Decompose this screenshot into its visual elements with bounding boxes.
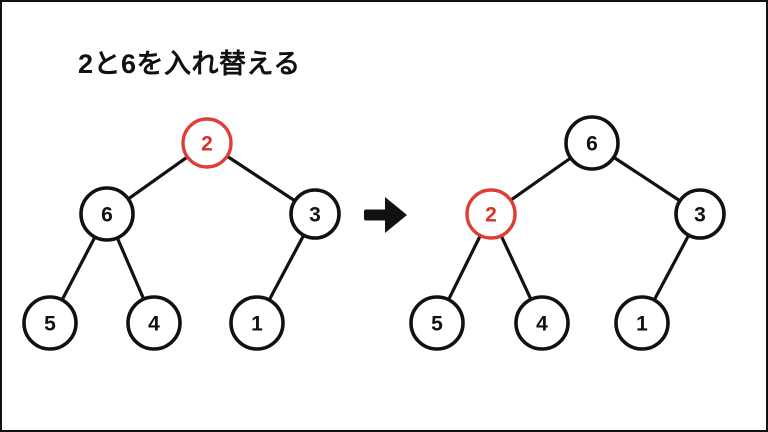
tree-edge-b-left-to-b-ll (59, 234, 98, 303)
node-value-label: 5 (431, 313, 443, 336)
node-value-label: 6 (586, 133, 598, 156)
node-value-label: 3 (694, 204, 706, 227)
node-circle[interactable] (79, 186, 135, 242)
tree-node-b-ll[interactable]: 5 (22, 295, 78, 351)
node-value-label: 4 (148, 313, 160, 336)
tree-edge-a-left-to-a-lr (499, 233, 534, 302)
tree-edge-b-root-to-b-left (125, 154, 190, 202)
tree-node-a-rl[interactable]: 1 (614, 295, 670, 351)
node-circle[interactable] (614, 295, 670, 351)
arrow-head (385, 197, 407, 233)
tree-edge-a-right-to-a-rl (652, 232, 691, 303)
tree-edge-b-right-to-b-rl (267, 232, 306, 303)
node-value-label: 2 (485, 204, 497, 227)
tree-after: 6 2 3 5 4 1 (409, 115, 726, 351)
node-circle[interactable] (409, 295, 465, 351)
right-arrow-icon (364, 197, 407, 233)
tree-node-a-left[interactable]: 2 (465, 188, 517, 240)
node-value-label: 6 (101, 204, 113, 227)
tree-node-b-left[interactable]: 6 (79, 186, 135, 242)
node-circle[interactable] (674, 188, 726, 240)
tree-node-a-right[interactable]: 3 (674, 188, 726, 240)
tree-node-b-right[interactable]: 3 (289, 188, 341, 240)
node-circle[interactable] (514, 295, 570, 351)
node-circle-highlighted[interactable] (465, 188, 517, 240)
tree-edge-a-left-to-a-ll (446, 233, 483, 303)
node-circle[interactable] (126, 295, 182, 351)
tree-edge-a-root-to-a-left (508, 155, 574, 203)
tree-edge-a-root-to-a-right (611, 155, 683, 203)
node-value-label: 4 (536, 313, 548, 336)
node-value-label: 1 (251, 313, 263, 336)
edge-layer (59, 154, 306, 303)
tree-before: 2 6 3 5 4 1 (22, 117, 341, 351)
node-value-label: 3 (309, 204, 321, 227)
page-title: 2と6を入れ替える (78, 49, 301, 79)
node-circle[interactable] (22, 295, 78, 351)
node-value-label: 2 (201, 133, 213, 156)
node-value-label: 5 (44, 313, 56, 336)
tree-edge-b-root-to-b-right (224, 154, 298, 203)
node-circle[interactable] (229, 295, 285, 351)
edge-layer (446, 155, 691, 303)
node-circle[interactable] (289, 188, 341, 240)
tree-edge-b-left-to-b-lr (115, 235, 146, 302)
tree-node-b-root[interactable]: 2 (181, 117, 233, 169)
tree-node-a-lr[interactable]: 4 (514, 295, 570, 351)
arrow-shaft (364, 209, 390, 221)
tree-node-b-lr[interactable]: 4 (126, 295, 182, 351)
tree-node-b-rl[interactable]: 1 (229, 295, 285, 351)
tree-node-a-ll[interactable]: 5 (409, 295, 465, 351)
tree-node-a-root[interactable]: 6 (564, 115, 620, 171)
node-circle-highlighted[interactable] (181, 117, 233, 169)
node-circle[interactable] (564, 115, 620, 171)
node-value-label: 1 (636, 313, 648, 336)
